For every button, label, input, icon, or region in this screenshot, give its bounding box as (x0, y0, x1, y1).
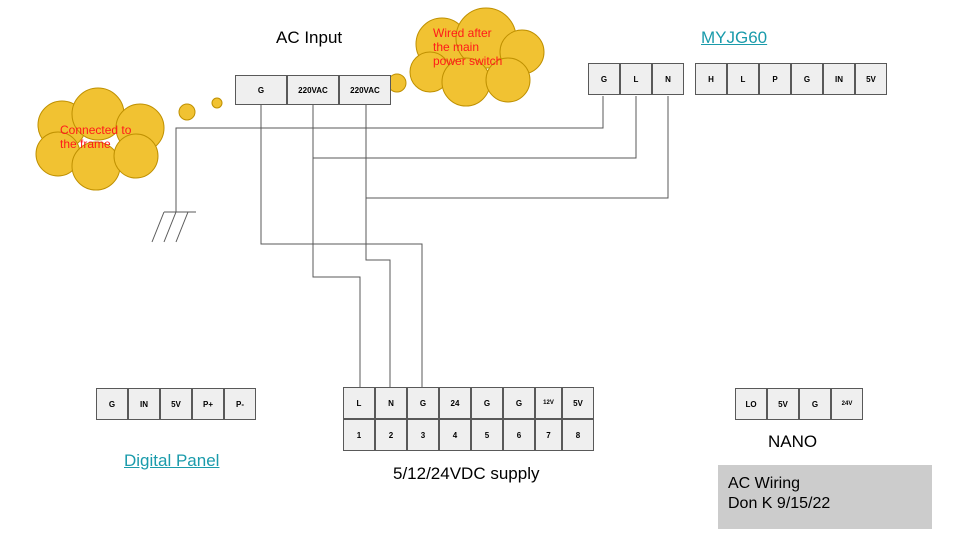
panel-terminal-p-plus: P+ (192, 388, 224, 420)
note-author-date: Don K 9/15/22 (728, 495, 831, 512)
nano-terminal-5v: 5V (767, 388, 799, 420)
ground-icon (151, 211, 196, 243)
supply-number-4: 4 (439, 419, 471, 451)
wire-n-to-supply (365, 198, 391, 387)
myjg60-terminal-h: H (695, 63, 727, 95)
myjg60-terminal-p: P (759, 63, 791, 95)
supply-number-1: 1 (343, 419, 375, 451)
nano-terminal-lo: LO (735, 388, 767, 420)
supply-terminal-24: 24 (439, 387, 471, 419)
wire-n-to-myjg60 (365, 96, 669, 199)
switch-note-text: Wired after the main power switch (433, 26, 503, 68)
nano-terminal-g: G (799, 388, 831, 420)
supply-number-3: 3 (407, 419, 439, 451)
myjg60-terminal-l: L (620, 63, 652, 95)
myjg60-terminal-l2: L (727, 63, 759, 95)
myjg60-terminal-g2: G (791, 63, 823, 95)
supply-terminal-l: L (343, 387, 375, 419)
digital-panel-label[interactable]: Digital Panel (124, 451, 220, 470)
wire-g-to-supply (260, 102, 423, 387)
switch-note-bubble (409, 7, 545, 107)
wiring-note-box: AC Wiring Don K 9/15/22 (718, 465, 932, 529)
thought-dot (178, 103, 196, 121)
ac-input-title: AC Input (276, 28, 343, 47)
frame-note-bubble (35, 87, 165, 191)
myjg60-terminal-5v: 5V (855, 63, 887, 95)
supply-terminal-n: N (375, 387, 407, 419)
wire-l-to-myjg60 (312, 96, 637, 159)
wire-l-to-supply (312, 158, 361, 387)
thought-dot (211, 97, 223, 109)
ac-input-terminal-l: 220VAC (287, 75, 339, 105)
supply-number-7: 7 (535, 419, 562, 451)
myjg60-terminal-g: G (588, 63, 620, 95)
panel-terminal-in: IN (128, 388, 160, 420)
supply-label: 5/12/24VDC supply (393, 464, 540, 483)
ac-input-terminal-n: 220VAC (339, 75, 391, 105)
myjg60-terminal-in: IN (823, 63, 855, 95)
note-title: AC Wiring (728, 475, 801, 492)
supply-number-5: 5 (471, 419, 503, 451)
nano-label: NANO (768, 432, 818, 451)
supply-number-8: 8 (562, 419, 594, 451)
myjg60-terminal-n: N (652, 63, 684, 95)
panel-terminal-g: G (96, 388, 128, 420)
nano-terminal-24v: 24V (831, 388, 863, 420)
panel-terminal-p-minus: P- (224, 388, 256, 420)
supply-terminal-12v: 12V (535, 387, 562, 419)
ground-wire (175, 96, 604, 212)
panel-terminal-5v: 5V (160, 388, 192, 420)
supply-number-6: 6 (503, 419, 535, 451)
supply-number-2: 2 (375, 419, 407, 451)
frame-note-text: Connected to the frame (60, 123, 132, 151)
supply-terminal-g2: G (471, 387, 503, 419)
supply-terminal-g: G (407, 387, 439, 419)
myjg60-label[interactable]: MYJG60 (701, 28, 768, 47)
ac-input-terminal-g: G (235, 75, 287, 105)
supply-terminal-g3: G (503, 387, 535, 419)
supply-terminal-5v: 5V (562, 387, 594, 419)
